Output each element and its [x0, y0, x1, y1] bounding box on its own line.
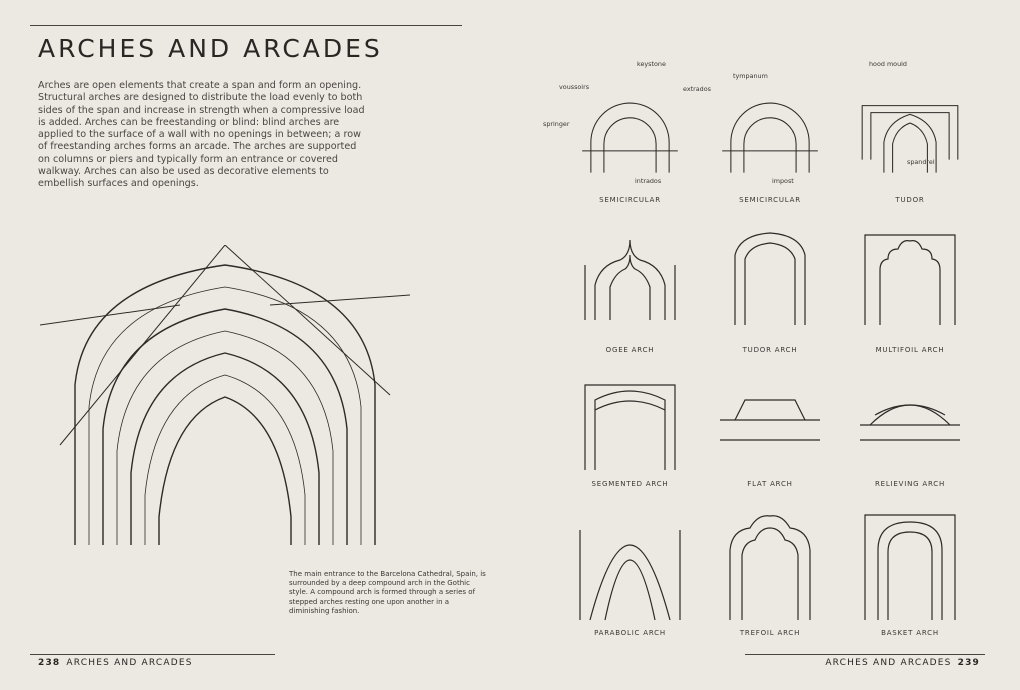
label-hood-mould: hood mould: [869, 60, 907, 68]
page-number-right: 239: [957, 658, 980, 668]
running-head-left: ARCHES AND ARCADES: [66, 658, 193, 668]
arch-label: BASKET ARCH: [881, 629, 939, 637]
arch-stroke: [744, 242, 796, 325]
page-number-left: 238: [38, 658, 61, 668]
label-springer: springer: [543, 120, 570, 128]
label-voussoirs: voussoirs: [559, 83, 590, 91]
arch-drawing-trefoil: [729, 515, 811, 620]
compound-arch-ring: [74, 264, 376, 545]
arch-drawing-round: [582, 102, 678, 173]
arch-stroke: [883, 113, 937, 173]
arch-stroke: [870, 112, 950, 160]
arch-stroke: [594, 400, 666, 411]
arch-drawing-relieving: [860, 404, 960, 441]
arch-label: TUDOR: [895, 196, 925, 204]
label-extrados: extrados: [683, 85, 711, 93]
arch-drawing-tudor: [861, 105, 959, 173]
arch-stroke: [869, 404, 951, 426]
arch-drawing-parabolic: [579, 530, 681, 621]
arch-stroke: [874, 404, 946, 416]
top-rule: [30, 25, 462, 26]
arch-stroke: [879, 240, 941, 325]
arch-label: SEMICIRCULAR: [739, 196, 801, 204]
compound-arch-ring: [130, 352, 320, 545]
arch-stroke: [594, 390, 666, 470]
arch-label: SEMICIRCULAR: [599, 196, 661, 204]
gable-line: [59, 245, 391, 446]
arch-stroke: [584, 265, 676, 320]
arch-stroke: [729, 515, 811, 620]
cornice-line: [40, 294, 410, 326]
arch-drawing-tudor2: [734, 232, 806, 325]
arch-stroke: [734, 232, 806, 325]
arch-stroke: [743, 117, 797, 173]
arch-stroke: [864, 234, 956, 325]
arch-stroke: [594, 239, 666, 320]
arch-stroke: [590, 102, 670, 173]
cathedral-illustration: [40, 245, 410, 545]
compound-arch-ring: [116, 330, 334, 545]
arch-drawing-flat: [720, 399, 820, 441]
arch-drawing-round2: [722, 102, 818, 173]
arch-stroke: [887, 531, 933, 620]
arch-stroke: [734, 399, 806, 421]
arch-stroke: [864, 514, 956, 620]
running-head-right: ARCHES AND ARCADES: [825, 658, 952, 668]
arch-label: SEGMENTED ARCH: [591, 480, 669, 488]
footer-rule-left: [30, 654, 275, 655]
arch-drawing-multifoil: [864, 234, 956, 325]
page-title: ARCHES AND ARCADES: [38, 34, 383, 63]
arch-stroke: [892, 122, 928, 173]
arch-label: FLAT ARCH: [747, 480, 793, 488]
arch-stroke: [584, 384, 676, 470]
arch-label: TREFOIL ARCH: [739, 629, 801, 637]
image-caption: The main entrance to the Barcelona Cathe…: [289, 570, 486, 615]
intro-text: Arches are open elements that create a s…: [38, 80, 365, 190]
arch-stroke: [604, 559, 656, 621]
arch-drawing-segment: [584, 384, 676, 470]
label-tympanum: tympanum: [733, 72, 768, 80]
compound-arch-ring: [102, 308, 348, 545]
arch-stroke: [861, 105, 959, 160]
arch-label: TUDOR ARCH: [742, 346, 798, 354]
arch-stroke: [579, 530, 681, 620]
arch-stroke: [603, 117, 657, 173]
arch-label: PARABOLIC ARCH: [594, 629, 666, 637]
arch-drawing-basket: [864, 514, 956, 620]
arch-stroke: [589, 544, 671, 621]
label-intrados: intrados: [635, 177, 662, 185]
arch-label: RELIEVING ARCH: [874, 480, 946, 488]
arch-stroke: [609, 254, 651, 320]
arch-label: MULTIFOIL ARCH: [875, 346, 945, 354]
label-spandrel: spandrel: [907, 158, 935, 166]
compound-arch-ring: [158, 396, 292, 545]
footer-rule-right: [745, 654, 985, 655]
compound-arch-ring: [144, 374, 306, 545]
arch-stroke: [877, 521, 943, 620]
arch-stroke: [741, 527, 799, 620]
compound-arch-ring: [88, 286, 362, 545]
footer-left: 238 ARCHES AND ARCADES: [38, 658, 193, 668]
arch-label: OGEE ARCH: [605, 346, 655, 354]
label-keystone: keystone: [637, 60, 666, 68]
footer-right: ARCHES AND ARCADES 239: [825, 658, 980, 668]
arch-stroke: [730, 102, 810, 173]
arch-drawing-ogee: [584, 239, 676, 320]
label-impost: impost: [772, 177, 794, 185]
